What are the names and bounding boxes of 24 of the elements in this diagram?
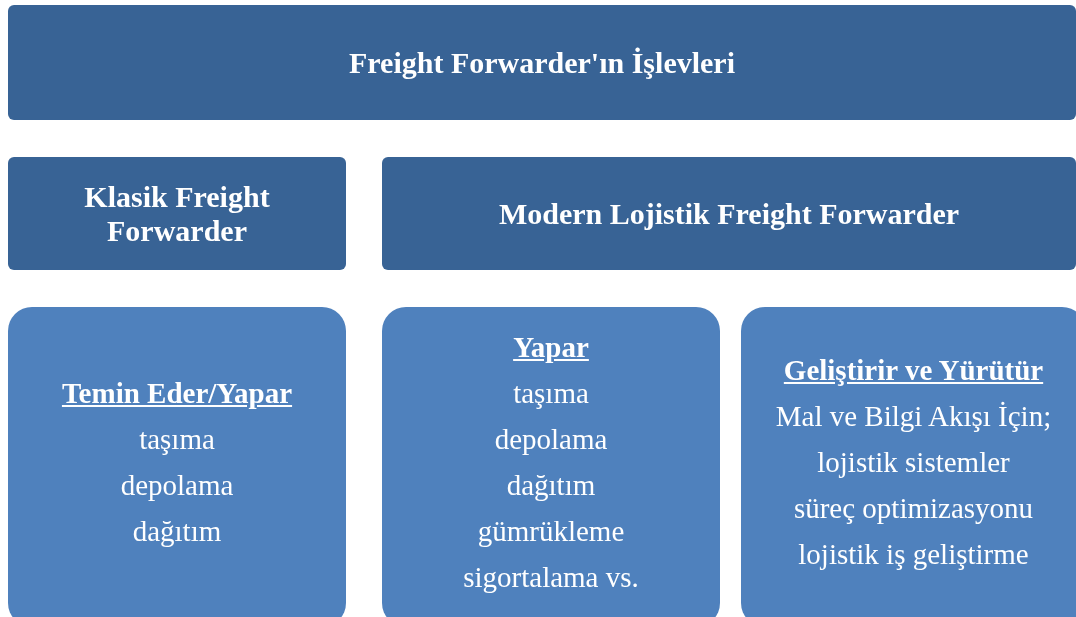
list-item: depolama — [494, 422, 608, 457]
function-card — [741, 307, 1076, 617]
card-heading: Yapar — [513, 330, 589, 365]
list-item: lojistik iş geliştirme — [798, 537, 1029, 572]
list-item: taşıma — [513, 376, 589, 411]
list-item: sigortalama vs. — [463, 560, 639, 595]
list-item: lojistik sistemler — [817, 445, 1010, 480]
list-item: dağıtım — [132, 514, 222, 549]
function-card — [8, 307, 346, 617]
list-item: depolama — [120, 468, 234, 503]
category-header — [8, 157, 346, 270]
list-item: dağıtım — [506, 468, 596, 503]
card-heading: Geliştirir ve Yürütür — [783, 353, 1044, 388]
list-item: taşıma — [139, 422, 215, 457]
header-text: Modern Lojistik Freight Forwarder — [498, 196, 960, 231]
list-item: süreç optimizasyonu — [793, 491, 1034, 526]
list-item: Mal ve Bilgi Akışı İçin; — [775, 399, 1052, 434]
title-banner — [8, 5, 1076, 120]
function-card — [382, 307, 720, 617]
header-text: Klasik Freight Forwarder — [83, 179, 271, 248]
title-text: Freight Forwarder'ın İşlevleri — [349, 45, 735, 80]
list-item: gümrükleme — [477, 514, 625, 549]
category-header — [382, 157, 1076, 270]
card-heading: Temin Eder/Yapar — [61, 376, 293, 411]
